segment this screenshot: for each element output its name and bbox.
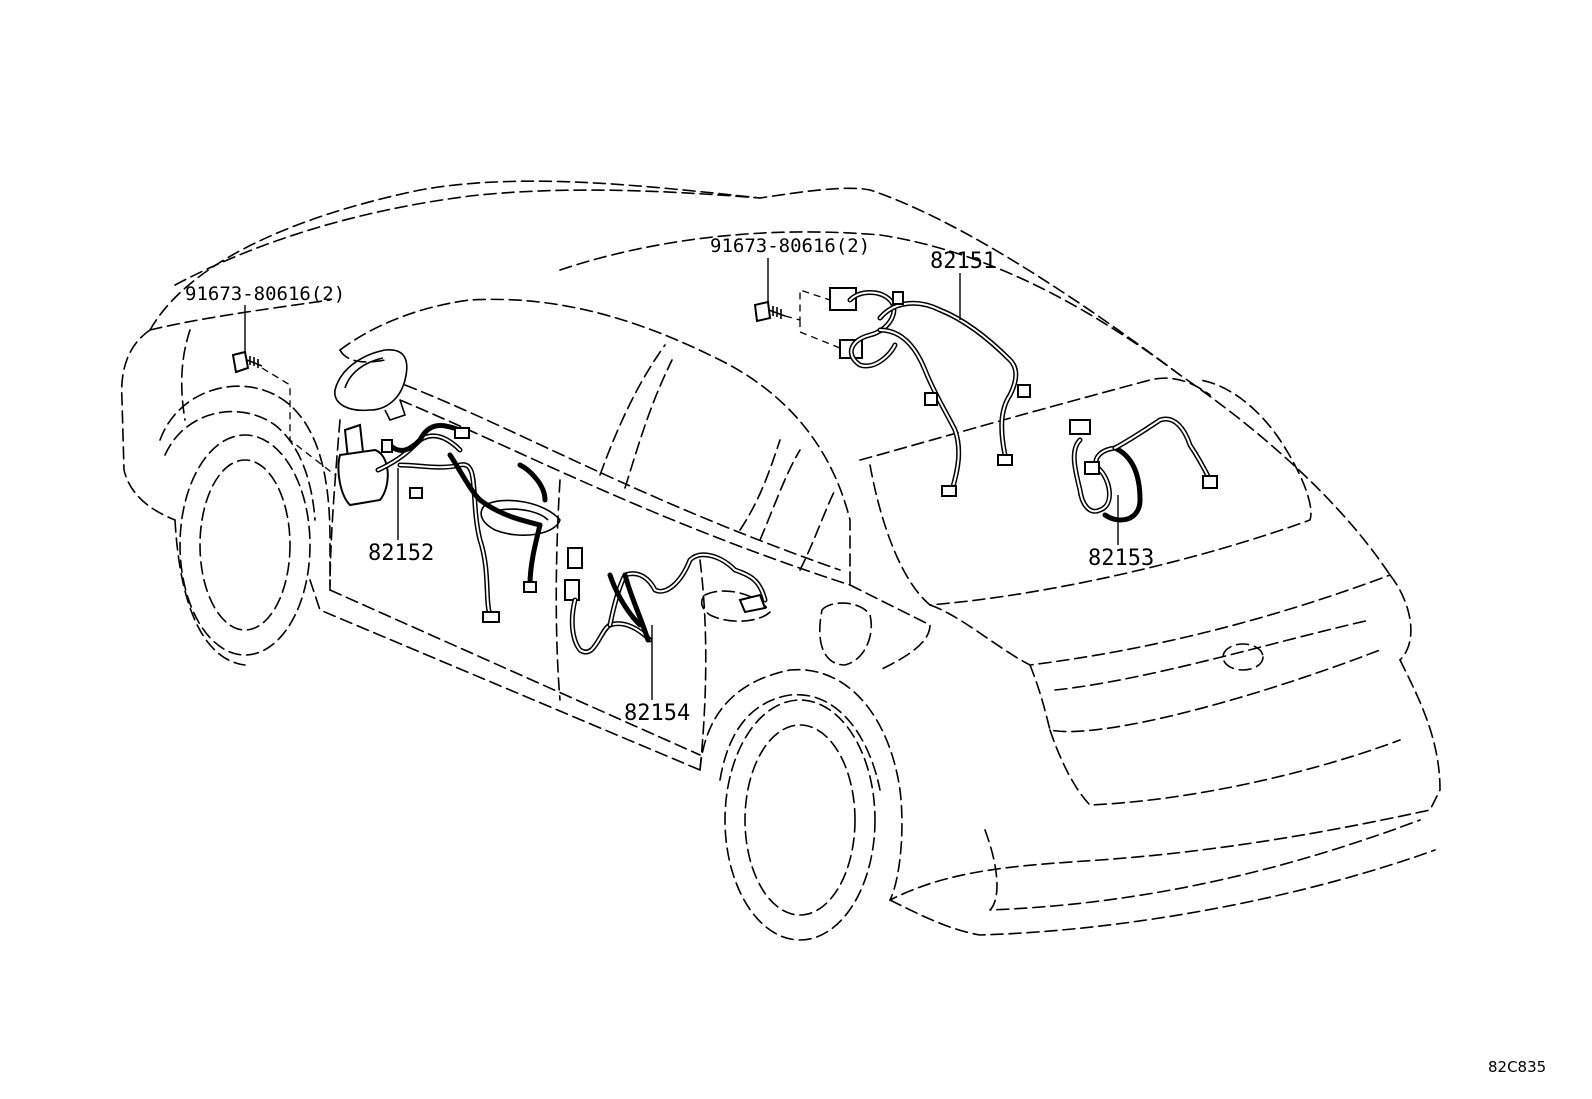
harness-82151 [829, 287, 1031, 497]
leader-dash-left [261, 367, 336, 476]
label-82152: 82152 [368, 541, 434, 566]
label-82151: 82151 [930, 249, 996, 274]
bolt-right [753, 300, 786, 323]
side-mirror [334, 349, 408, 421]
door-handle-rear [700, 590, 771, 622]
label-82154: 82154 [624, 701, 690, 726]
door-handle-front [480, 499, 561, 536]
diagram-code: 82C835 [1488, 1058, 1546, 1076]
label-bolt-left: 91673-80616(2) [185, 283, 345, 305]
label-82153: 82153 [1088, 546, 1154, 571]
car-body-outline [120, 180, 1441, 941]
harness-82152 [337, 423, 548, 623]
harness-82154 [564, 547, 768, 655]
harness-82153 [1069, 416, 1218, 523]
leader-dash-right [784, 289, 841, 349]
bolt-left [231, 350, 263, 374]
label-bolt-right: 91673-80616(2) [710, 235, 870, 257]
